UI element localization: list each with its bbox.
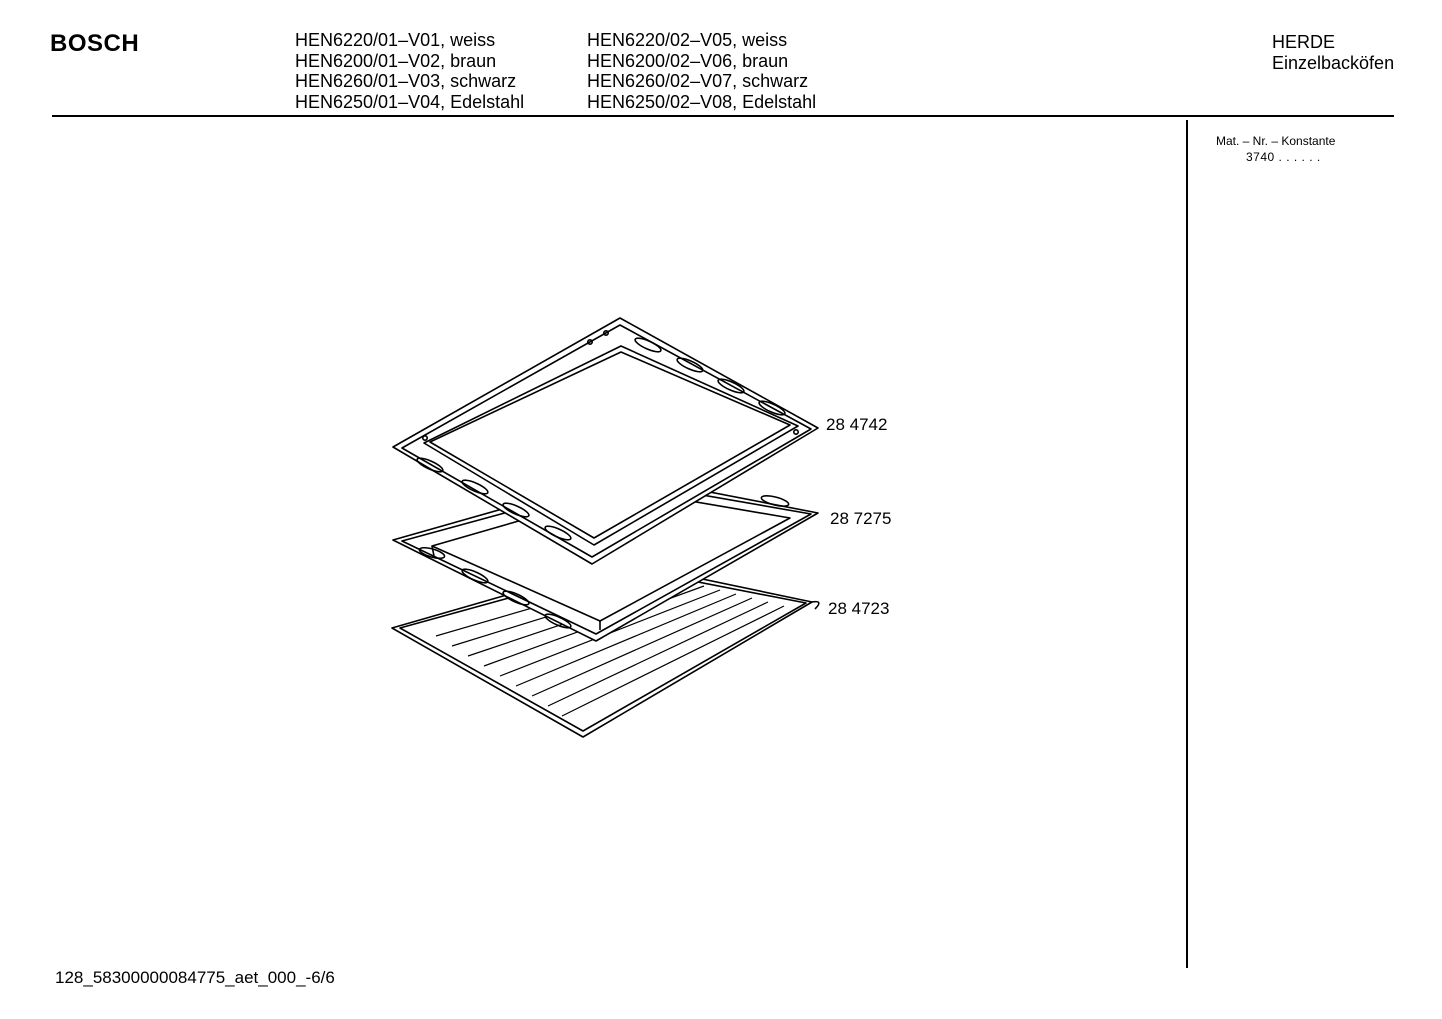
material-number-label: Mat. – Nr. – Konstante xyxy=(1216,134,1336,148)
document-id: 128_58300000084775_aet_000_-6/6 xyxy=(55,968,335,987)
sidebar-divider xyxy=(1186,120,1188,968)
header-divider xyxy=(52,115,1394,117)
part-number-grill-rack: 28 4723 xyxy=(828,599,890,618)
category-title: HERDE xyxy=(1272,32,1336,52)
part-number-top-tray: 28 4742 xyxy=(826,415,888,434)
model-entry: HEN6200/01–V02, braun xyxy=(295,50,497,71)
category-block: HERDE Einzelbacköfen xyxy=(1272,32,1394,74)
model-entry: HEN6200/02–V06, braun xyxy=(587,50,789,71)
model-entry: HEN6220/01–V01, weiss xyxy=(295,30,496,50)
model-entry: HEN6250/01–V04, Edelstahl xyxy=(295,91,525,112)
model-list-col1: HEN6220/01–V01, weiss HEN6200/01–V02, br… xyxy=(295,30,524,112)
model-list-col2: HEN6220/02–V05, weiss HEN6200/02–V06, br… xyxy=(587,30,816,112)
subcategory-title: Einzelbacköfen xyxy=(1272,53,1395,73)
model-entry: HEN6260/02–V07, schwarz xyxy=(587,71,809,91)
model-entry: HEN6250/02–V08, Edelstahl xyxy=(587,91,817,112)
material-number-value: 3740 . . . . . . xyxy=(1246,150,1321,164)
part-number-middle-tray: 28 7275 xyxy=(830,509,892,528)
top-tray-drawing xyxy=(392,317,819,565)
model-entry: HEN6220/02–V05, weiss xyxy=(587,30,788,50)
model-entry: HEN6260/01–V03, schwarz xyxy=(295,71,517,91)
brand-logo: BOSCH xyxy=(50,30,140,57)
